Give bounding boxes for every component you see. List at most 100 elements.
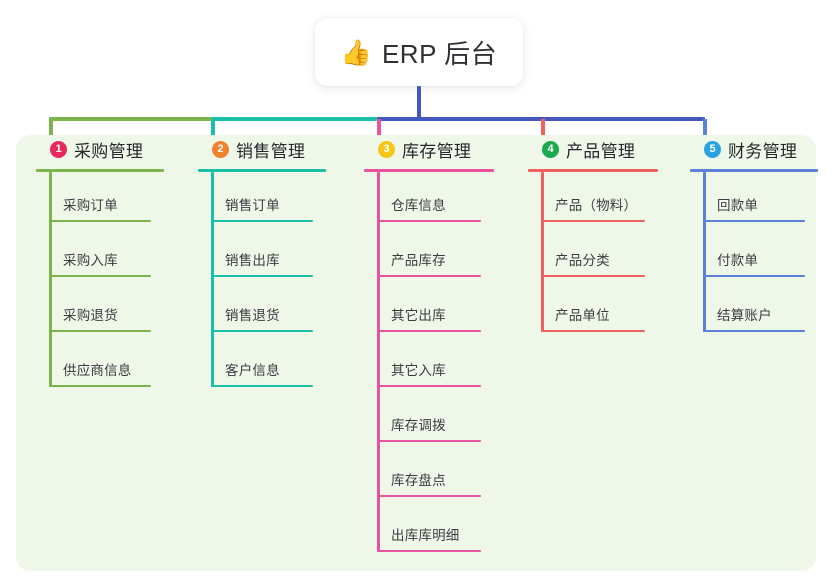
branch-item[interactable]: 供应商信息	[36, 337, 164, 392]
branch-number-badge: 1	[50, 140, 67, 158]
branch-item-label: 产品单位	[555, 308, 610, 323]
branch-item-rule	[49, 275, 151, 277]
drop-connector-5	[703, 119, 707, 139]
branch-item-label: 采购入库	[63, 253, 118, 268]
branch-item[interactable]: 产品单位	[528, 282, 658, 337]
bus-segment-2	[211, 117, 377, 121]
drop-connector-4	[541, 119, 545, 139]
branch-spine	[211, 172, 214, 387]
branch-item[interactable]: 仓库信息	[364, 172, 494, 227]
root-title: ERP 后台	[381, 38, 498, 69]
branch-item-rule	[541, 275, 645, 277]
branch-item-rule	[49, 330, 151, 332]
branch-item-label: 仓库信息	[391, 198, 446, 213]
branch-item[interactable]: 付款单	[690, 227, 818, 282]
branch-item-rule	[377, 330, 481, 332]
drop-connector-3	[377, 119, 381, 139]
branch-item-rule	[49, 385, 151, 387]
branches-panel: 1 采购管理采购订单采购入库采购退货供应商信息 2 销售管理销售订单销售出库销售退货客…	[16, 135, 818, 571]
branch-item-label: 销售订单	[225, 198, 280, 213]
branch-item-label: 其它入库	[391, 363, 446, 378]
branch-item[interactable]: 销售出库	[198, 227, 326, 282]
branch-item[interactable]: 客户信息	[198, 337, 326, 392]
branch-title: 采购管理	[74, 141, 144, 161]
branch-item-rule	[211, 275, 313, 277]
branch-number-badge: 2	[212, 140, 229, 158]
branch-header-3[interactable]: 3 库存管理	[364, 135, 494, 163]
branch-item-label: 结算账户	[717, 308, 772, 323]
branch-item-label: 销售出库	[225, 253, 280, 268]
branch-item[interactable]: 库存调拨	[364, 392, 494, 447]
branch-spine	[541, 172, 544, 332]
branch-number-badge: 5	[704, 140, 721, 158]
branch-item-rule	[703, 220, 805, 222]
branch-item-label: 客户信息	[225, 363, 280, 378]
branch-item-label: 回款单	[717, 198, 759, 213]
branch-spine	[703, 172, 706, 332]
branch-item-rule	[211, 330, 313, 332]
branch-title: 库存管理	[402, 141, 472, 161]
drop-connector-1	[49, 119, 53, 141]
branch-header-2[interactable]: 2 销售管理	[198, 135, 326, 163]
branch-title: 产品管理	[566, 141, 636, 161]
branch-item-rule	[211, 220, 313, 222]
branch-item[interactable]: 产品分类	[528, 227, 658, 282]
branch-header-rule	[690, 169, 818, 172]
branch-item-label: 其它出库	[391, 308, 446, 323]
branch-item[interactable]: 销售订单	[198, 172, 326, 227]
branch-item-rule	[703, 275, 805, 277]
branch-header-rule	[364, 169, 494, 172]
branch-spine	[49, 172, 52, 387]
branch-item[interactable]: 产品（物料）	[528, 172, 658, 227]
branch-column-4[interactable]: 4 产品管理产品（物料） 产品分类产品单位	[528, 135, 658, 337]
branch-item-rule	[377, 385, 481, 387]
branch-item-label: 采购订单	[63, 198, 118, 213]
branch-item[interactable]: 出库库明细	[364, 502, 494, 557]
thumbs-up-icon: 👍	[340, 38, 372, 67]
branch-item-rule	[49, 220, 151, 222]
branch-spine	[377, 172, 380, 552]
branch-item[interactable]: 其它出库	[364, 282, 494, 337]
branch-item-rule	[377, 220, 481, 222]
branch-item-rule	[211, 385, 313, 387]
root-node[interactable]: 👍 ERP 后台	[315, 18, 523, 86]
branch-item-label: 产品（物料）	[555, 198, 638, 213]
branch-header-rule	[36, 169, 164, 172]
branch-title: 销售管理	[236, 141, 306, 161]
branch-header-rule	[528, 169, 658, 172]
branch-number-badge: 3	[378, 140, 395, 158]
branch-item-label: 采购退货	[63, 308, 118, 323]
branch-item-rule	[377, 550, 481, 552]
branch-item-list: 销售订单销售出库销售退货客户信息	[198, 172, 326, 392]
branch-item[interactable]: 库存盘点	[364, 447, 494, 502]
branch-item[interactable]: 采购入库	[36, 227, 164, 282]
branch-item-rule	[541, 220, 645, 222]
branch-item[interactable]: 销售退货	[198, 282, 326, 337]
branch-item-list: 仓库信息产品库存其它出库其它入库库存调拨库存盘点出库库明细	[364, 172, 494, 557]
drop-connector-2	[211, 119, 215, 141]
trunk-connector	[417, 86, 421, 119]
branch-column-1[interactable]: 1 采购管理采购订单采购入库采购退货供应商信息	[36, 135, 164, 392]
branch-item-label: 库存盘点	[391, 473, 446, 488]
branch-item-rule	[703, 330, 805, 332]
branch-column-3[interactable]: 3 库存管理仓库信息产品库存其它出库其它入库库存调拨库存盘点出库库明细	[364, 135, 494, 557]
branch-item-list: 回款单付款单结算账户	[690, 172, 818, 337]
branch-item[interactable]: 回款单	[690, 172, 818, 227]
branch-header-1[interactable]: 1 采购管理	[36, 135, 164, 163]
branch-item[interactable]: 结算账户	[690, 282, 818, 337]
branch-column-2[interactable]: 2 销售管理销售订单销售出库销售退货客户信息	[198, 135, 326, 392]
branch-item[interactable]: 采购退货	[36, 282, 164, 337]
branch-item-rule	[541, 330, 645, 332]
branch-item-label: 供应商信息	[63, 363, 132, 378]
branch-item-list: 采购订单采购入库采购退货供应商信息	[36, 172, 164, 392]
branch-number-badge: 4	[542, 140, 559, 158]
branch-header-4[interactable]: 4 产品管理	[528, 135, 658, 163]
branch-item-rule	[377, 440, 481, 442]
bus-segment-1	[49, 117, 211, 121]
branch-item[interactable]: 采购订单	[36, 172, 164, 227]
branch-item[interactable]: 产品库存	[364, 227, 494, 282]
branch-item[interactable]: 其它入库	[364, 337, 494, 392]
